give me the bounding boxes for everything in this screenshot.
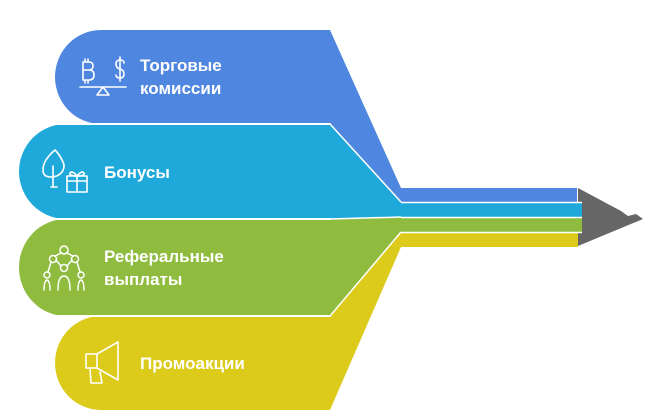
connector-4 <box>330 232 401 410</box>
banner-1 <box>55 30 330 124</box>
banner-label-promotions: Промоакции <box>140 354 245 373</box>
pencil-stripe-3 <box>401 218 582 232</box>
pencil-stripe-4 <box>401 233 578 247</box>
bitcoin-dollar-scale-icon <box>79 56 127 96</box>
banner-label-bonuses: Бонусы <box>104 163 170 182</box>
banner-label-trading-fees: Торговые комиссии <box>140 56 222 98</box>
banner-3 <box>18 219 330 316</box>
tree-gift-icon <box>42 149 88 193</box>
megaphone-icon <box>85 341 119 384</box>
pencil-stripe-1 <box>401 188 577 202</box>
banner-label-referral-payouts: Реферальные выплаты <box>104 247 224 289</box>
pencil-stripe-2 <box>401 203 582 217</box>
connector-1 <box>330 30 401 202</box>
connector-3 <box>330 217 401 316</box>
banner-4 <box>55 316 330 410</box>
connector-2 <box>330 124 401 219</box>
people-network-icon <box>43 245 85 291</box>
pencil-tip <box>578 188 643 246</box>
banner-2 <box>18 124 330 219</box>
